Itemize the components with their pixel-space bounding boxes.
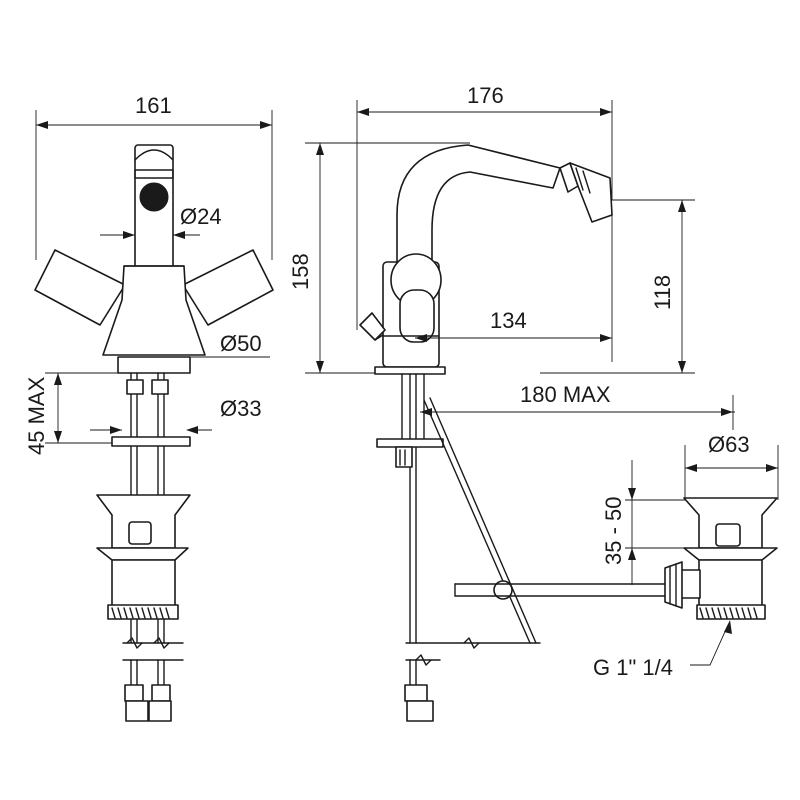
waste-detail [625, 445, 779, 666]
aerator-icon [139, 182, 169, 212]
base-diameter-label: Ø33 [220, 396, 262, 421]
spout-diameter-label: Ø24 [180, 204, 222, 229]
side-depth-label: 176 [467, 83, 504, 108]
deck-thickness-label: 45 MAX [24, 376, 49, 455]
side-view [305, 100, 735, 722]
body-diameter-label: Ø50 [220, 331, 262, 356]
total-height-label: 158 [288, 253, 313, 290]
waste-diameter-label: Ø63 [708, 432, 750, 457]
front-view [34, 110, 274, 722]
rod-reach-label: 180 MAX [520, 382, 611, 407]
spout-reach-label: 134 [490, 308, 527, 333]
thread-label: G 1" 1/4 [593, 655, 673, 680]
front-width-label: 161 [135, 93, 172, 118]
outlet-height-label: 118 [650, 275, 675, 310]
waste-range-label: 35 - 50 [601, 497, 626, 566]
